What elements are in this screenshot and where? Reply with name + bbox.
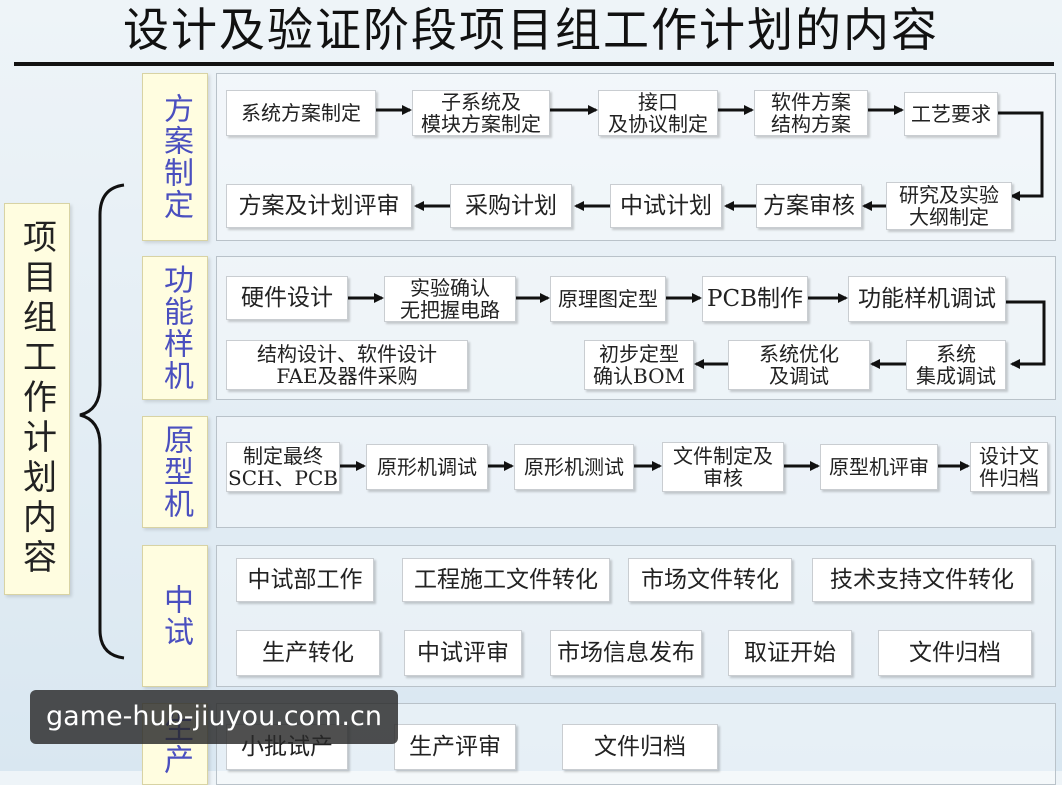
box-zs2: 工程施工文件转化 <box>402 558 610 602</box>
box-gn8: 初步定型 确认BOM <box>584 340 694 390</box>
box-gn6: 系统 集成调试 <box>906 340 1006 390</box>
box-sc2: 生产评审 <box>394 724 516 770</box>
box-zs4: 技术支持文件转化 <box>812 558 1032 602</box>
box-fa4: 软件方案 结构方案 <box>754 90 868 136</box>
box-gn9: 结构设计、软件设计 FAE及器件采购 <box>226 340 468 390</box>
box-fa3: 接口 及协议制定 <box>598 90 718 136</box>
main-label-text: 项目组工作计划内容 <box>16 219 57 579</box>
box-zs1: 中试部工作 <box>236 558 374 602</box>
box-fa6: 研究及实验 大纲制定 <box>886 182 1012 230</box>
box-fa10: 方案及计划评审 <box>226 184 412 228</box>
box-zs5: 生产转化 <box>236 630 380 676</box>
box-gn2: 实验确认 无把握电路 <box>384 276 516 322</box>
box-fa1: 系统方案制定 <box>226 90 376 136</box>
box-yx2: 原形机调试 <box>366 444 488 490</box>
box-gn1: 硬件设计 <box>226 276 348 320</box>
box-gn3: 原理图定型 <box>550 276 666 322</box>
box-sc3: 文件归档 <box>562 724 718 770</box>
phase-label-gongneng: 功能样机 <box>142 256 208 400</box>
box-yx6: 设计文 件归档 <box>970 442 1048 492</box>
phase-label-zhongshi: 中试 <box>142 545 208 687</box>
box-yx4: 文件制定及 审核 <box>662 442 784 492</box>
phase-label-fangan: 方案制定 <box>142 73 208 241</box>
box-yx5: 原型机评审 <box>820 444 938 490</box>
main-label: 项目组工作计划内容 <box>4 203 70 595</box>
box-zs6: 中试评审 <box>404 630 522 676</box>
box-zs3: 市场文件转化 <box>628 558 792 602</box>
title-underline <box>14 62 1054 66</box>
box-gn4: PCB制作 <box>702 276 808 322</box>
box-zs7: 市场信息发布 <box>550 630 702 676</box>
box-fa8: 中试计划 <box>610 184 722 228</box>
box-zs9: 文件归档 <box>878 630 1032 676</box>
box-gn5: 功能样机调试 <box>848 276 1006 322</box>
box-zs8: 取证开始 <box>728 630 852 676</box>
box-fa5: 工艺要求 <box>904 92 998 136</box>
watermark: game-hub-jiuyou.com.cn <box>30 690 398 744</box>
box-yx1: 制定最终 SCH、PCB <box>226 442 340 492</box>
phase-label-yuanxing: 原型机 <box>142 416 208 528</box>
box-yx3: 原形机测试 <box>514 444 634 490</box>
box-fa7: 方案审核 <box>756 184 862 228</box>
box-fa2: 子系统及 模块方案制定 <box>412 90 550 136</box>
page-title: 设计及验证阶段项目组工作计划的内容 <box>123 3 939 57</box>
main-bracket <box>79 183 125 660</box>
box-fa9: 采购计划 <box>450 184 572 228</box>
box-gn7: 系统优化 及调试 <box>728 340 870 390</box>
